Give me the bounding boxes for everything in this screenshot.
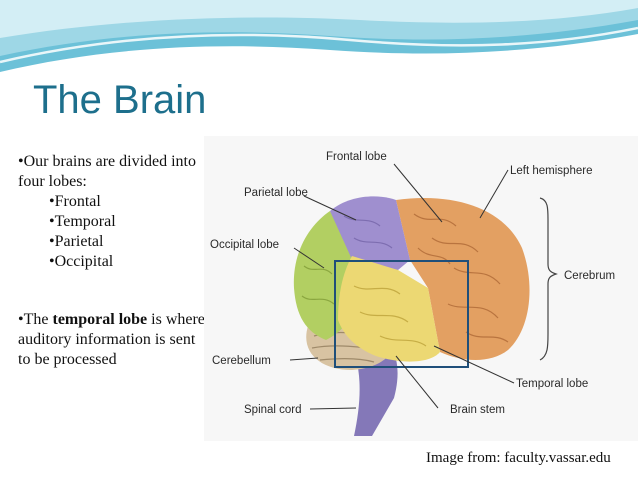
label-parietal-lobe: Parietal lobe: [244, 187, 308, 199]
label-brain-stem: Brain stem: [450, 404, 505, 416]
lobe-list-item: •Frontal: [49, 193, 101, 210]
temporal-lobe-shape: [338, 256, 440, 362]
header-wave-decoration: [0, 0, 638, 72]
occipital-gyri: [301, 265, 335, 305]
parietal-lobe-shape: [330, 196, 410, 270]
label-left-hemisphere: Left hemisphere: [510, 165, 592, 177]
temporal-gyri: [353, 285, 427, 347]
label-frontal-lobe: Frontal lobe: [326, 151, 387, 163]
label-spinal-cord: Spinal cord: [244, 404, 302, 416]
lobes-intro-text: •Our brains are divided into four lobes:: [18, 153, 196, 190]
lobe-list-item: •Parietal: [49, 233, 104, 250]
label-temporal-lobe: Temporal lobe: [516, 378, 588, 390]
label-cerebellum: Cerebellum: [212, 355, 271, 367]
brain-diagram: Frontal lobe Left hemisphere Parietal lo…: [210, 151, 615, 436]
label-cerebrum: Cerebrum: [564, 270, 615, 282]
frontal-gyri: [413, 213, 509, 343]
temporal-highlight-box: [334, 260, 469, 368]
lobe-list: •Frontal •Temporal •Parietal •Occipital: [18, 192, 208, 272]
parietal-gyri: [343, 215, 393, 249]
slide-title: The Brain: [33, 78, 207, 122]
slide-body-text: •Our brains are divided into four lobes:…: [18, 152, 208, 370]
lobe-list-item: •Occipital: [49, 253, 114, 270]
temporal-note-prefix: •The: [18, 311, 53, 328]
frontal-lobe-shape: [396, 198, 530, 360]
lobe-list-item: •Temporal: [49, 213, 116, 230]
label-occipital-lobe: Occipital lobe: [210, 239, 279, 251]
image-credit: Image from: faculty.vassar.edu: [426, 450, 611, 466]
leader-lines: [289, 163, 515, 410]
temporal-note-bold: temporal lobe: [52, 311, 148, 328]
temporal-lobe-note: •The temporal lobe is where auditory inf…: [18, 310, 208, 370]
temporal-note-suffix: is where auditory information is sent to…: [18, 311, 205, 368]
cerebrum-bracket: [539, 197, 558, 361]
